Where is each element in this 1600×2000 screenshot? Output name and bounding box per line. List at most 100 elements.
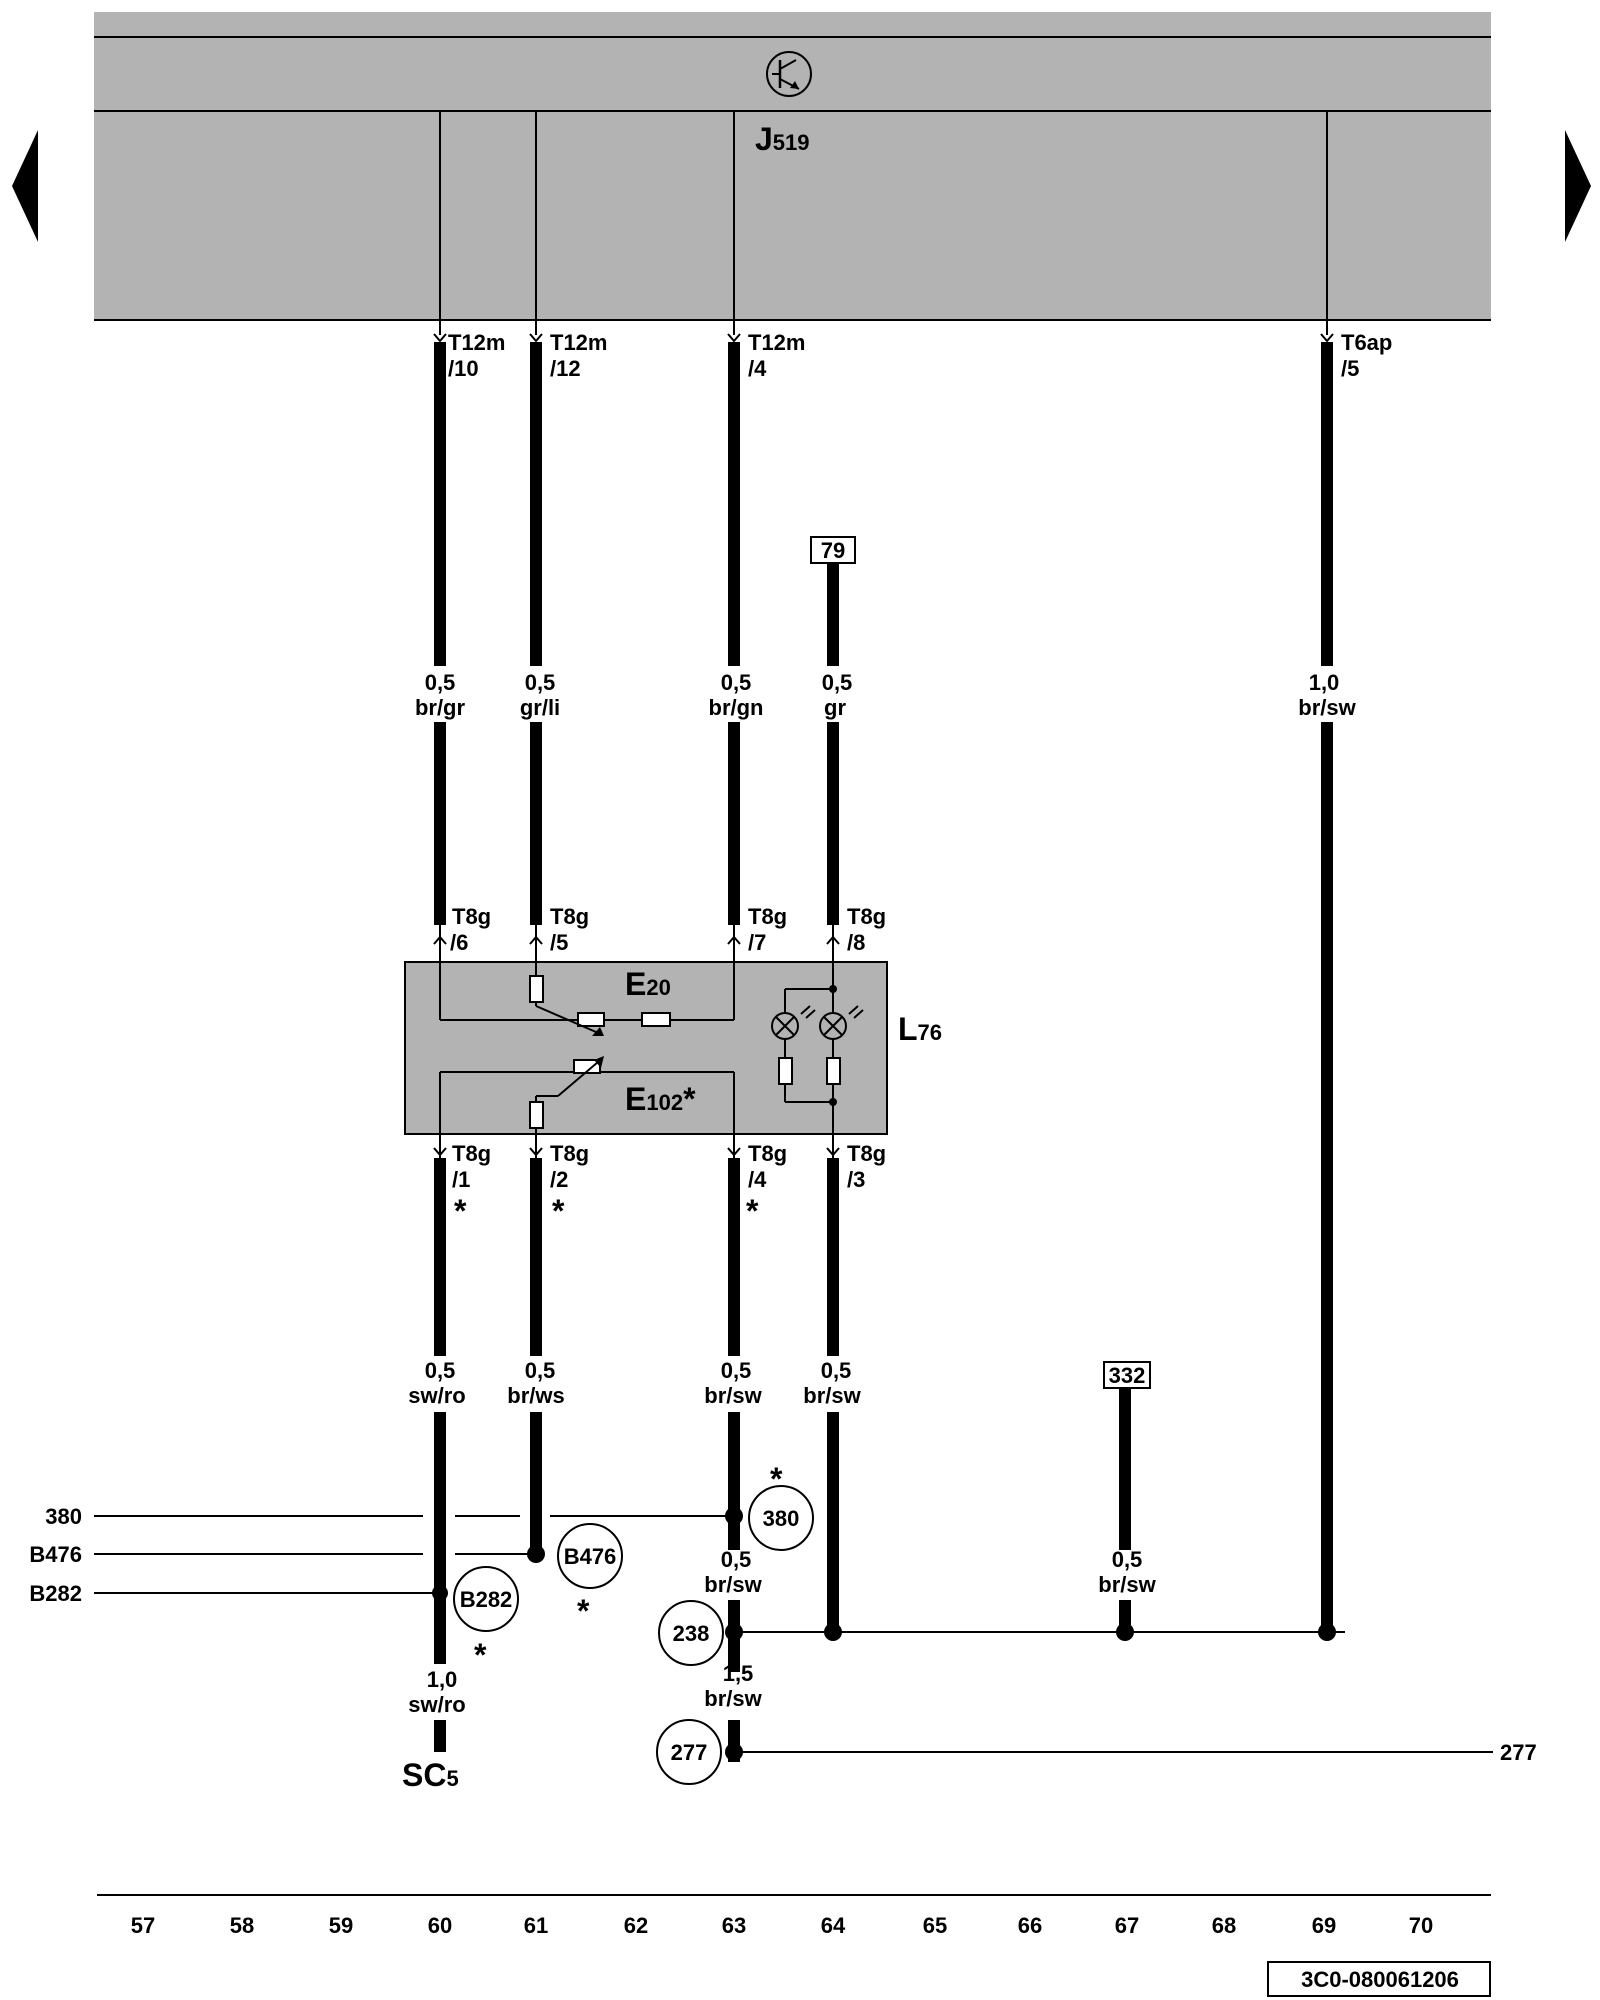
fuse-sc5-label: SC5 [402, 1757, 459, 1793]
j519-label: J519 [755, 121, 810, 157]
ref-left-b476: B476 [29, 1542, 82, 1567]
svg-text:/5: /5 [1341, 356, 1359, 381]
svg-text:/6: /6 [450, 930, 468, 955]
svg-text:0,5: 0,5 [821, 1358, 852, 1383]
svg-text:64: 64 [821, 1913, 846, 1938]
circle-ref-277: 277 [656, 1719, 722, 1785]
svg-text:61: 61 [524, 1913, 548, 1938]
svg-text:br/sw: br/sw [1298, 695, 1356, 720]
e102-label: E102* [625, 1081, 696, 1117]
svg-text:B282: B282 [460, 1587, 513, 1612]
svg-text:0,5: 0,5 [525, 670, 556, 695]
relay-transistor-icon [766, 51, 812, 97]
lamp-icon [819, 1005, 864, 1040]
asterisk-mark: * [474, 1637, 487, 1673]
svg-text:68: 68 [1212, 1913, 1236, 1938]
ref-box-79: 79 [821, 538, 845, 563]
svg-text:0,5: 0,5 [822, 670, 853, 695]
svg-text:58: 58 [230, 1913, 254, 1938]
svg-text:62: 62 [624, 1913, 648, 1938]
nav-next-icon[interactable] [1565, 130, 1591, 242]
svg-text:70: 70 [1409, 1913, 1433, 1938]
lower-wires [434, 1158, 1131, 1762]
svg-text:67: 67 [1115, 1913, 1139, 1938]
svg-text:1,5: 1,5 [723, 1661, 754, 1686]
svg-text:277: 277 [671, 1740, 708, 1765]
nav-prev-icon[interactable] [12, 130, 38, 242]
svg-text:1,0: 1,0 [1309, 670, 1340, 695]
svg-text:0,5: 0,5 [721, 1547, 752, 1572]
svg-text:/12: /12 [550, 356, 581, 381]
svg-text:B476: B476 [564, 1544, 617, 1569]
pin-t8g-7: T8g [748, 904, 787, 929]
svg-text:0,5: 0,5 [425, 1358, 456, 1383]
svg-text:/2: /2 [550, 1167, 568, 1192]
svg-text:/4: /4 [748, 356, 767, 381]
ref-box-332: 332 [1109, 1363, 1146, 1388]
ref-lines [94, 1515, 1493, 1753]
svg-text:/5: /5 [550, 930, 568, 955]
resistor-icon [641, 1012, 671, 1027]
asterisk-mark: * [770, 1461, 783, 1497]
l76-label: L76 [898, 1011, 942, 1047]
svg-text:br/sw: br/sw [1098, 1572, 1156, 1597]
svg-text:/4: /4 [748, 1167, 767, 1192]
svg-text:65: 65 [923, 1913, 947, 1938]
svg-text:sw/ro: sw/ro [408, 1383, 465, 1408]
svg-text:66: 66 [1018, 1913, 1042, 1938]
asterisk-mark: * [577, 1593, 590, 1629]
wire-size: 0,5 [425, 670, 456, 695]
conn-t12m-4: T12m [748, 330, 805, 355]
asterisk-mark: * [454, 1193, 467, 1229]
e20-label: E20 [625, 966, 671, 1002]
svg-text:br/sw: br/sw [704, 1383, 762, 1408]
circle-ref-b282: B282 [453, 1566, 519, 1632]
upper-wires [434, 342, 1333, 1637]
svg-text:238: 238 [673, 1621, 710, 1646]
svg-text:59: 59 [329, 1913, 353, 1938]
wire-color: br/gr [415, 695, 466, 720]
pin-t8g-1: T8g [452, 1141, 491, 1166]
svg-text:/10: /10 [448, 356, 479, 381]
conn-t12m-12: T12m [550, 330, 607, 355]
svg-text:0,5: 0,5 [721, 670, 752, 695]
potentiometer-icon [577, 1012, 605, 1027]
svg-text:br/ws: br/ws [507, 1383, 564, 1408]
circle-ref-380: 380 [748, 1485, 814, 1551]
switch-unit-e20-e102: E20 E102* [404, 961, 888, 1135]
svg-text:sw/ro: sw/ro [408, 1692, 465, 1717]
svg-text:380: 380 [763, 1506, 800, 1531]
ref-right-277: 277 [1500, 1740, 1537, 1765]
svg-text:1,0: 1,0 [427, 1667, 458, 1692]
pin-t8g-5: T8g [550, 904, 589, 929]
svg-text:0,5: 0,5 [721, 1358, 752, 1383]
svg-text:br/sw: br/sw [704, 1572, 762, 1597]
svg-text:gr/li: gr/li [520, 695, 560, 720]
svg-text:/7: /7 [748, 930, 766, 955]
svg-text:/1: /1 [452, 1167, 470, 1192]
svg-text:br/gn: br/gn [709, 695, 764, 720]
pin-t8g-6: T8g [452, 904, 491, 929]
document-number: 3C0-080061206 [1301, 1967, 1459, 1992]
svg-text:60: 60 [428, 1913, 452, 1938]
svg-text:57: 57 [131, 1913, 155, 1938]
ref-left-380: 380 [45, 1504, 82, 1529]
track-numbers: 57 58 59 60 61 62 63 64 65 66 67 68 69 7… [131, 1913, 1433, 1938]
pin-t8g-4: T8g [748, 1141, 787, 1166]
conn-t12m-10: T12m [448, 330, 505, 355]
circle-ref-b476: B476 [557, 1523, 623, 1589]
svg-text:br/sw: br/sw [704, 1686, 762, 1711]
ref-left-b282: B282 [29, 1581, 82, 1606]
pin-t8g-2: T8g [550, 1141, 589, 1166]
svg-text:0,5: 0,5 [525, 1358, 556, 1383]
pin-t8g-3: T8g [847, 1141, 886, 1166]
svg-text:/3: /3 [847, 1167, 865, 1192]
circle-ref-238: 238 [658, 1600, 724, 1666]
svg-text:63: 63 [722, 1913, 746, 1938]
svg-text:0,5: 0,5 [1112, 1547, 1143, 1572]
svg-text:/8: /8 [847, 930, 865, 955]
pin-t8g-8: T8g [847, 904, 886, 929]
svg-text:*: * [746, 1193, 759, 1229]
svg-text:br/sw: br/sw [803, 1383, 861, 1408]
